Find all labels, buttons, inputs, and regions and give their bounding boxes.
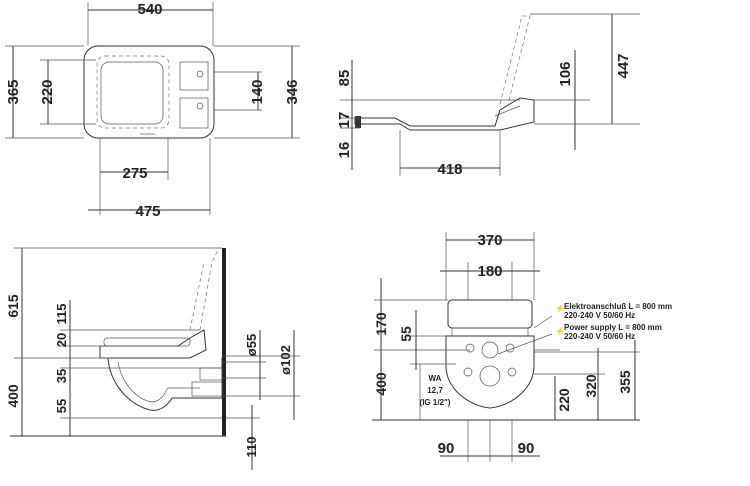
dim-475: 475 [135, 203, 160, 220]
side-section: 615 400 115 20 35 55 ø55 ø102 110 [5, 247, 300, 470]
seat-section [99, 329, 207, 359]
dim-540: 540 [137, 1, 162, 18]
wall [222, 248, 226, 436]
hinge-box-lower [179, 97, 209, 129]
dim-355: 355 [617, 370, 633, 394]
dim-110: 110 [244, 437, 259, 458]
dim-170: 170 [373, 312, 389, 336]
dim-d55: ø55 [244, 334, 259, 356]
dim-370: 370 [477, 232, 502, 249]
dim-180: 180 [477, 263, 502, 280]
front-view: 370 180 170 400 55 WA 12,7 (IG 1/2") ⚡ E… [372, 232, 672, 462]
dim-447: 447 [615, 53, 632, 78]
wa-label: WA [429, 374, 442, 383]
lid-outline [96, 55, 170, 129]
dim-418: 418 [437, 161, 462, 178]
dim-16: 16 [336, 142, 353, 159]
top-view: 540 365 220 140 346 275 475 [5, 1, 301, 220]
wa-size: 12,7 [427, 386, 443, 395]
dim-20: 20 [54, 333, 69, 347]
side-view-seat: 85 17 16 106 447 418 [336, 13, 640, 178]
dim-55-left: 55 [54, 399, 69, 413]
lightning-icon-1: ⚡ [555, 303, 565, 313]
dim-90-right: 90 [518, 440, 535, 457]
dim-400-front: 400 [373, 372, 389, 396]
drain-connection [479, 365, 501, 387]
dim-346: 346 [284, 79, 301, 104]
wa-thread: (IG 1/2") [420, 398, 451, 407]
note-line2: 220-240 V 50/60 Hz [564, 311, 635, 320]
dim-115: 115 [54, 304, 69, 325]
dim-85: 85 [336, 70, 353, 87]
open-lid-outline [499, 15, 531, 105]
dim-55-front: 55 [398, 326, 414, 342]
note-line4: 220-240 V 50/60 Hz [564, 332, 635, 341]
dim-90-left: 90 [438, 440, 455, 457]
seat-profile [354, 97, 535, 131]
dim-615: 615 [5, 294, 21, 318]
dim-220: 220 [39, 79, 56, 104]
dim-140: 140 [249, 79, 266, 104]
dim-d102: ø102 [278, 345, 293, 375]
note-line3: Power supply L = 800 mm [564, 323, 662, 332]
dim-106: 106 [557, 61, 574, 86]
dim-365: 365 [5, 79, 22, 104]
hinge-box-upper [179, 61, 209, 91]
dim-320: 320 [583, 374, 599, 398]
dim-400-left: 400 [5, 384, 21, 408]
lightning-icon-2: ⚡ [555, 326, 565, 336]
bowl-profile [107, 357, 223, 411]
bowl-front [445, 335, 535, 409]
note-line1: Elektroanschluß L = 800 mm [564, 302, 672, 311]
dim-275: 275 [122, 165, 147, 182]
seat-back [447, 299, 533, 329]
dim-35: 35 [54, 369, 69, 383]
seat-outline [83, 45, 215, 139]
supply-connection [481, 341, 499, 359]
dim-220-front: 220 [556, 388, 572, 412]
dim-17: 17 [336, 112, 353, 129]
